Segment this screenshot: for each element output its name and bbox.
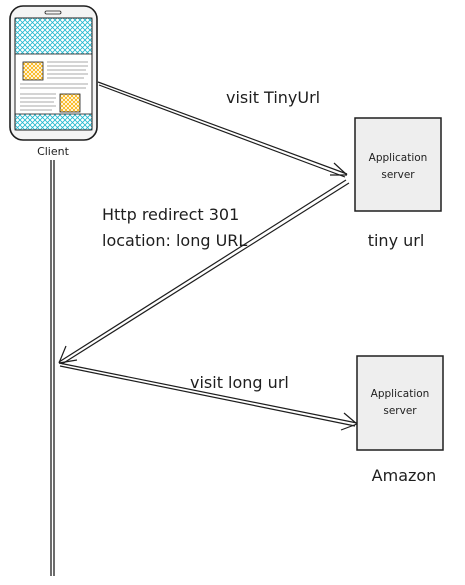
label-redirect-line1: Http redirect 301 xyxy=(102,205,239,224)
arrow-visit-tinyurl xyxy=(97,81,348,178)
server-amazon-line2: server xyxy=(383,405,417,417)
server-tinyurl-caption: tiny url xyxy=(368,231,425,250)
phone-icon xyxy=(9,5,98,141)
label-visit-tinyurl: visit TinyUrl xyxy=(226,88,320,107)
server-tinyurl-line2: server xyxy=(381,169,415,181)
server-box-tinyurl: Application server xyxy=(354,117,442,212)
server-amazon-caption: Amazon xyxy=(372,466,437,485)
client-lifeline xyxy=(50,160,55,576)
server-amazon-line1: Application xyxy=(371,388,430,400)
arrow-visit-long-url xyxy=(58,362,358,431)
client-label: Client xyxy=(37,145,70,158)
label-redirect-line2: location: long URL xyxy=(102,231,247,250)
server-tinyurl-line1: Application xyxy=(369,152,428,164)
arrow-redirect xyxy=(58,179,350,365)
label-visit-long-url: visit long url xyxy=(190,373,289,392)
server-box-amazon: Application server xyxy=(356,355,444,451)
